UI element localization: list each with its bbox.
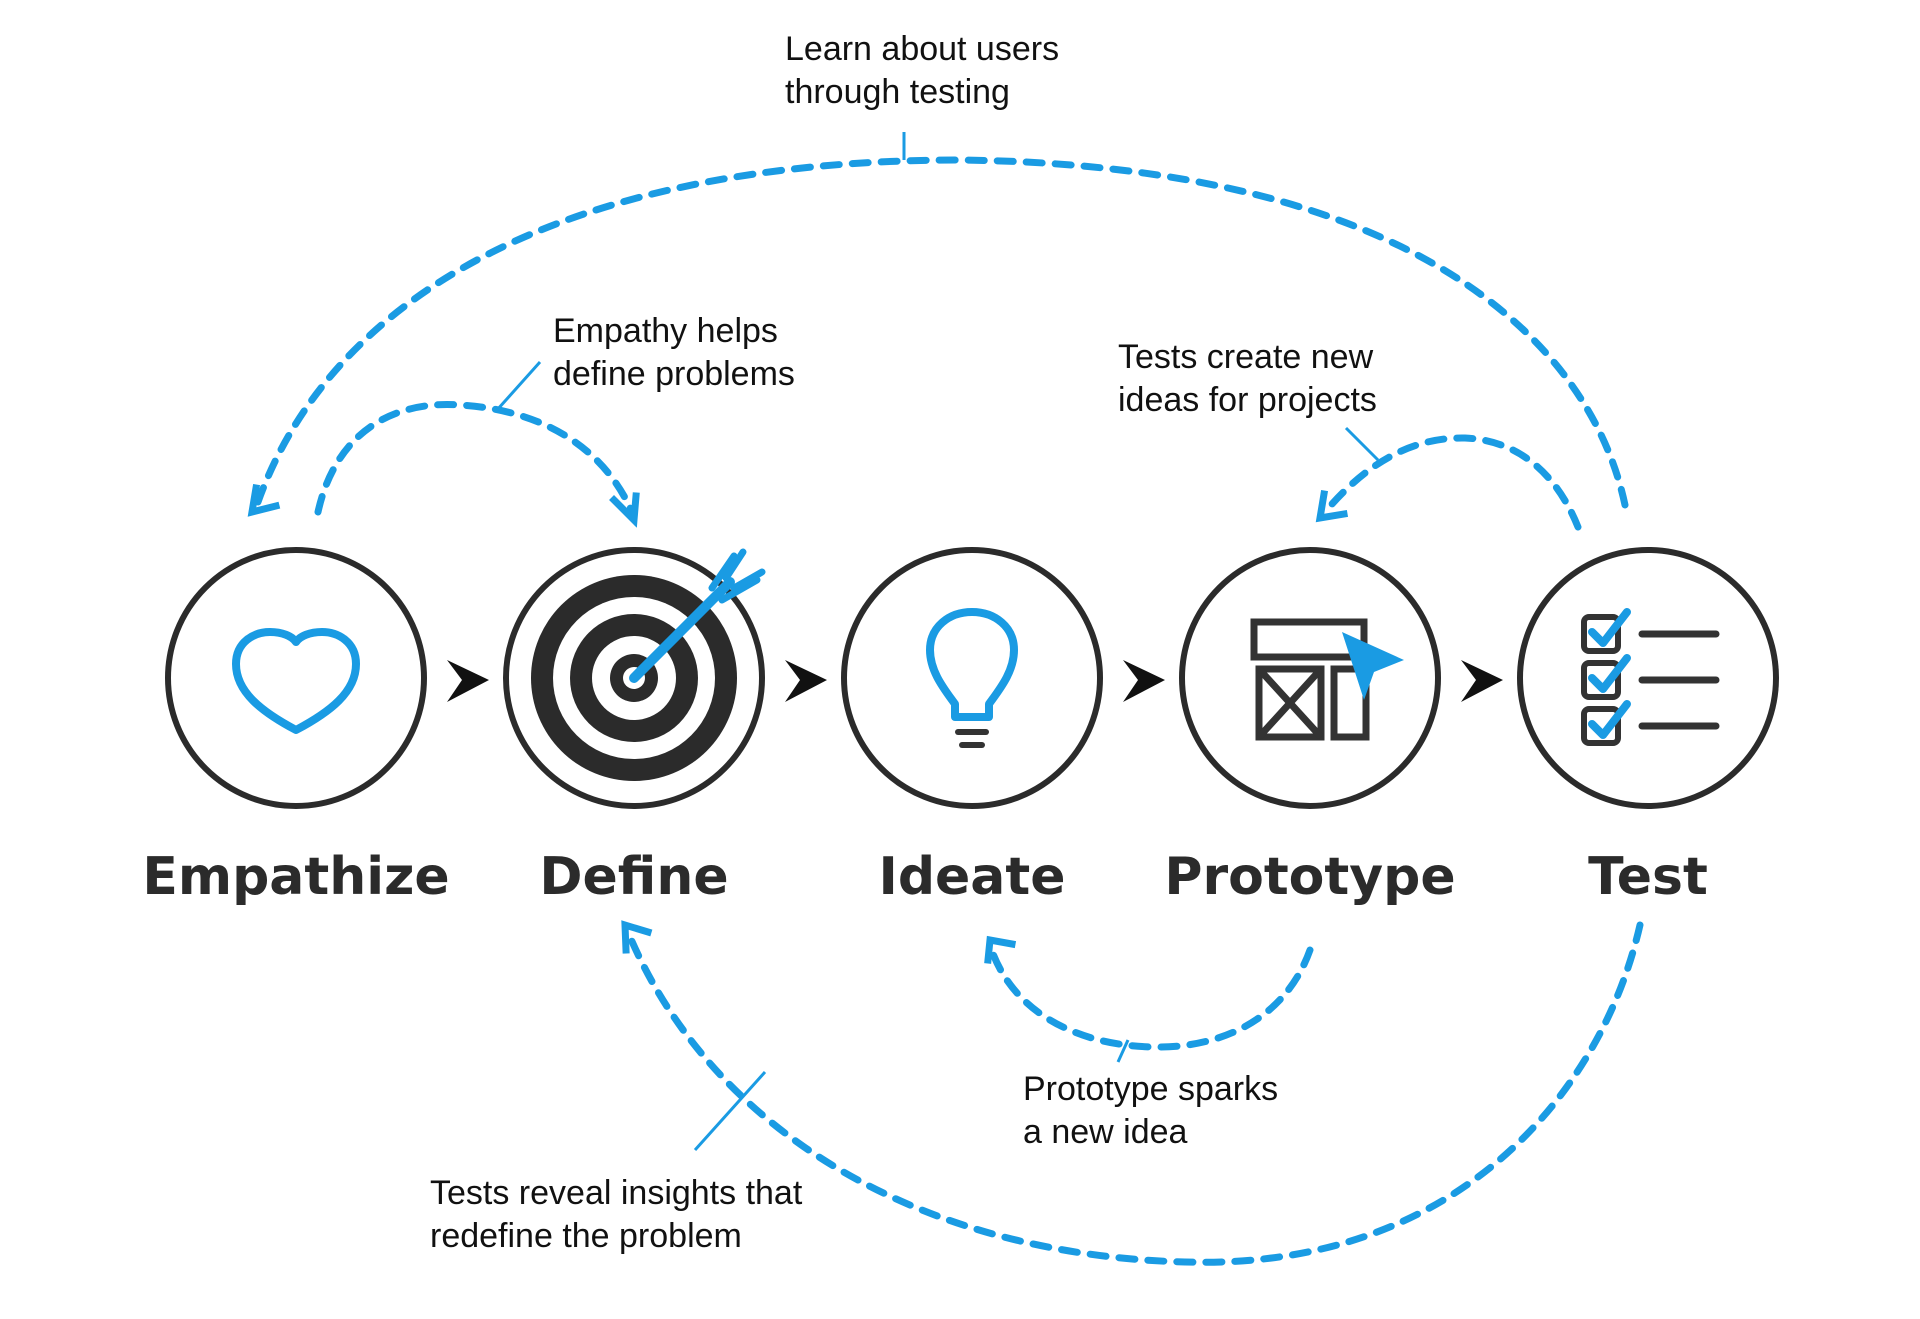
- note-line: through testing: [785, 73, 1010, 111]
- stage-circle-ideate: [841, 547, 1103, 809]
- leader-tests-reveal: [693, 1070, 767, 1152]
- note-line: redefine the problem: [430, 1217, 742, 1255]
- loop-empathize-to-define: [314, 401, 640, 528]
- wireframe-icon: [1250, 618, 1404, 741]
- loop-test-to-define: [621, 920, 1644, 1266]
- leader-prototype-sparks: [1116, 1039, 1130, 1063]
- note-line: ideas for projects: [1118, 381, 1377, 419]
- note-line: Empathy helps: [553, 312, 778, 350]
- note-line: define problems: [553, 355, 795, 393]
- note-line: Learn about users: [785, 30, 1059, 68]
- loop-test-to-empathize: [247, 156, 1629, 517]
- note-learn-about-users: Learn about users through testing: [785, 30, 1059, 111]
- loop-prototype-to-ideate: [984, 935, 1314, 1051]
- leader-tests-create: [1344, 426, 1380, 462]
- note-empathy-helps: Empathy helps define problems: [553, 312, 795, 393]
- note-tests-reveal: Tests reveal insights that redefine the …: [430, 1174, 803, 1255]
- flow-arrow-icon: [785, 660, 827, 702]
- flow-arrow-icon: [1123, 660, 1165, 702]
- checklist-icon: [1581, 608, 1720, 746]
- cursor-icon: [1342, 632, 1404, 700]
- stage-label-ideate: Ideate: [878, 847, 1065, 907]
- stage-label-define: Define: [539, 847, 728, 907]
- target-icon: [531, 548, 766, 781]
- flow-arrow-icon: [447, 660, 489, 702]
- heart-icon: [232, 628, 360, 734]
- loop-test-to-prototype: [1315, 434, 1582, 531]
- lightbulb-icon: [926, 608, 1018, 748]
- stage-label-prototype: Prototype: [1164, 847, 1455, 907]
- note-tests-create: Tests create new ideas for projects: [1118, 338, 1377, 419]
- leader-empathy-helps: [495, 360, 542, 412]
- note-prototype-sparks: Prototype sparks a new idea: [1023, 1070, 1278, 1151]
- stage-circle-empathize: [165, 547, 427, 809]
- note-line: Tests create new: [1118, 338, 1374, 376]
- note-line: Prototype sparks: [1023, 1070, 1278, 1108]
- note-line: Tests reveal insights that: [430, 1174, 803, 1212]
- stage-label-test: Test: [1588, 847, 1708, 907]
- flow-arrow-icon: [1461, 660, 1503, 702]
- stage-label-empathize: Empathize: [142, 847, 449, 907]
- note-line: a new idea: [1023, 1113, 1188, 1151]
